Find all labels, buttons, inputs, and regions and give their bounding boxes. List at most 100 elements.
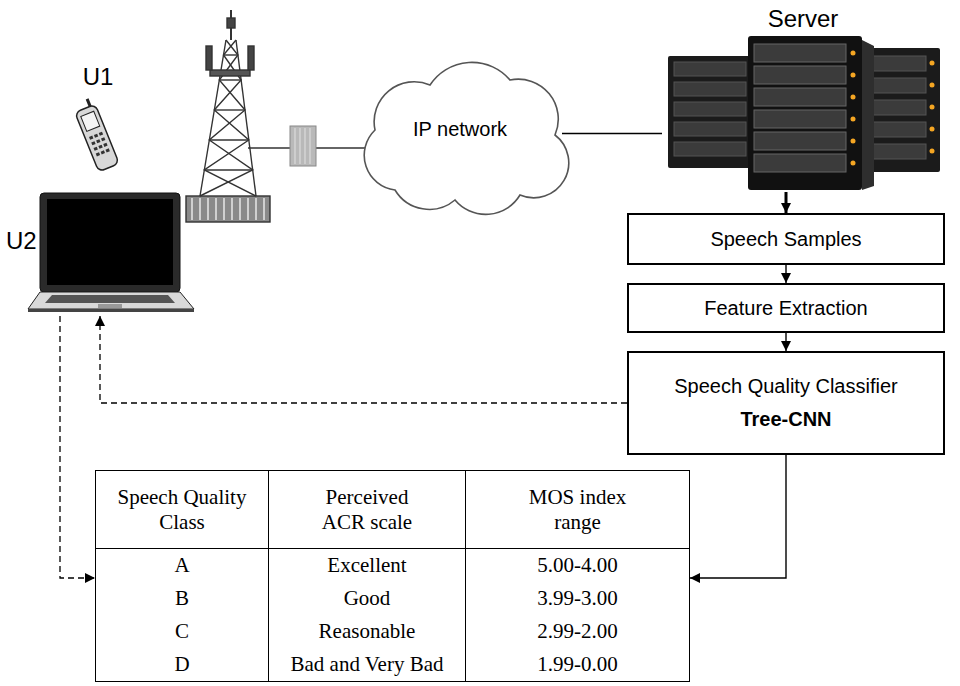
cell-tower-part <box>227 18 235 28</box>
mobile-phone-part <box>103 143 107 147</box>
cell-text: 3.99-3.00 <box>537 586 618 610</box>
server-heading: Server <box>662 6 944 32</box>
column-heading: Perceived ACR scale <box>307 485 427 533</box>
header-cell: Perceived ACR scale <box>269 471 466 549</box>
cell-tower-part <box>209 139 249 140</box>
cell-tower-part <box>231 198 232 220</box>
model-name: Tree-CNN <box>740 408 831 431</box>
cell-tower-part <box>199 198 200 220</box>
cell-tower-part <box>263 198 264 220</box>
server-rack-front <box>748 36 874 190</box>
cell-tower-part <box>248 46 254 70</box>
mobile-phone-part <box>99 132 103 136</box>
cell-text: B <box>175 586 189 610</box>
table-cell: B <box>96 582 269 615</box>
server-rack-back-part <box>674 102 746 116</box>
cell-tower-part <box>224 54 238 55</box>
gateway-device-part <box>300 128 301 164</box>
box-label: Feature Extraction <box>704 297 867 320</box>
box-label: Speech Quality Classifier <box>674 375 897 398</box>
user-label: U1 <box>74 64 122 90</box>
column-heading: MOS index range <box>523 485 633 533</box>
server-rack-front-part <box>851 51 856 56</box>
server-rack-front-part <box>754 44 846 62</box>
header-cell: Speech Quality Class <box>96 471 269 549</box>
gateway-device <box>290 126 316 166</box>
mobile-phone-part <box>94 147 98 151</box>
cell-text: Excellent <box>327 553 406 577</box>
table-cell: 1.99-0.00 <box>466 648 689 681</box>
server-rack-back-part <box>868 100 926 115</box>
cell-tower-part <box>215 198 216 220</box>
cell-tower-part <box>214 109 245 110</box>
server-node: Server <box>662 2 944 192</box>
server-rack-back-part <box>930 127 935 132</box>
mobile-phone-part <box>105 148 109 152</box>
mobile-phone-part <box>96 152 100 156</box>
cloud-label: IP network <box>413 118 507 141</box>
flow-arrow <box>785 265 786 283</box>
cell-tower-part <box>219 79 241 80</box>
laptop-part <box>98 304 122 308</box>
cell-tower-part <box>191 198 192 220</box>
cell-tower-part <box>200 40 253 196</box>
feedback-arrow <box>100 316 627 403</box>
cell-text: 5.00-4.00 <box>537 553 618 577</box>
cell-tower-part <box>200 40 226 196</box>
flow-arrow <box>690 455 786 578</box>
server-rack-back-part <box>930 83 935 88</box>
cell-tower-part <box>239 198 240 220</box>
cell-text: Good <box>344 586 391 610</box>
server-rack-front-part <box>754 132 846 150</box>
cell-tower-part <box>223 198 224 220</box>
server-rack-front-part <box>748 36 862 190</box>
classifier-box: Speech Quality ClassifierTree-CNN <box>627 351 945 455</box>
mobile-phone <box>72 97 119 172</box>
feedback-arrow <box>60 316 95 578</box>
server-rack-back-part <box>674 142 746 156</box>
mobile-phone-part <box>94 134 98 138</box>
server-rack-back-part <box>930 149 935 154</box>
cell-tower-part <box>207 198 208 220</box>
cell-tower-part <box>186 196 270 222</box>
table-cell: A <box>96 549 269 582</box>
cell-tower-part <box>204 40 256 196</box>
server-rack-front-part <box>754 66 846 84</box>
cell-text: D <box>174 652 189 676</box>
gateway-device-part <box>310 128 311 164</box>
process-box: Speech Samples <box>627 213 945 265</box>
server-rack-front-part <box>754 88 846 106</box>
network-wire-part <box>248 147 290 148</box>
quality-table: Speech Quality Class Perceived ACR scale M… <box>95 470 690 682</box>
table-cell: Excellent <box>269 549 466 582</box>
mobile-phone-part <box>101 150 105 154</box>
laptop-user: U2 <box>3 190 196 316</box>
cell-tower <box>186 10 270 222</box>
table-grid: Speech Quality Class Perceived ACR scale M… <box>96 471 689 681</box>
server-rack-back-part <box>868 122 926 137</box>
gateway-device-part <box>295 128 296 164</box>
server-rack-back-part <box>868 78 926 93</box>
server-rack-back-part <box>930 105 935 110</box>
table-cell: C <box>96 615 269 648</box>
server-rack-back-part <box>868 144 926 159</box>
mobile-phone-part <box>101 137 105 141</box>
server-rack-back-part <box>668 56 756 168</box>
cell-tower-part <box>204 169 252 170</box>
cell-text: Reasonable <box>319 619 416 643</box>
server-rack-front-part <box>754 110 846 128</box>
table-cell: Reasonable <box>269 615 466 648</box>
flow-arrow <box>785 192 788 213</box>
gateway-device-part <box>290 126 316 166</box>
mobile-phone-part <box>75 104 119 172</box>
server-rack-front-part <box>851 95 856 100</box>
table-cell: 3.99-3.00 <box>466 582 689 615</box>
server-rack-back-part <box>930 61 935 66</box>
table-cell: Bad and Very Bad <box>269 648 466 681</box>
flow-arrow <box>562 133 662 134</box>
cloud-shape <box>364 62 569 214</box>
cell-text: 2.99-2.00 <box>537 619 618 643</box>
cell-tower-part <box>206 46 212 70</box>
server-rack-front-part <box>754 154 846 172</box>
